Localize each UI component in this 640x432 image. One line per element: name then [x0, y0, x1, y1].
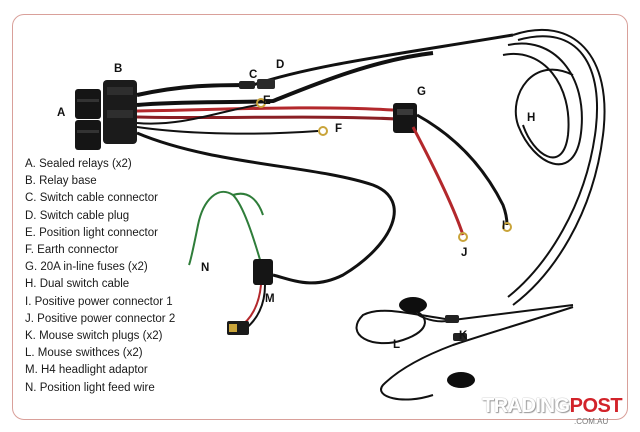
legend-row-n: N. Position light feed wire: [25, 381, 155, 394]
switch-cable-connector: [239, 81, 255, 89]
positive-power-connector-2: [458, 232, 468, 242]
mouse-switch-1: [399, 297, 427, 313]
legend-row-l: L. Mouse swithces (x2): [25, 347, 143, 360]
position-light-connector: [256, 98, 266, 108]
mouse-switch-2: [447, 372, 475, 388]
callout-n: N: [201, 262, 210, 274]
inline-fuses: [393, 103, 417, 133]
callout-g: G: [417, 86, 426, 98]
positive-power-connector-1: [502, 222, 512, 232]
legend-row-d: D. Switch cable plug: [25, 209, 130, 222]
watermark-domain: .COM.AU: [574, 417, 609, 426]
legend-row-a: A. Sealed relays (x2): [25, 158, 132, 170]
callout-l: L: [393, 339, 401, 351]
callout-e: E: [263, 95, 271, 107]
legend-row-j: J. Positive power connector 2: [25, 312, 176, 325]
legend-row-i: I. Positive power connector 1: [25, 295, 173, 308]
legend-row-b: B. Relay base: [25, 175, 97, 188]
sealed-relays: [75, 89, 101, 150]
legend: A. Sealed relays (x2) B. Relay base C. S…: [25, 156, 175, 397]
callout-c: C: [249, 69, 258, 81]
mouse-switch-plug-2: [453, 333, 467, 341]
h4-headlight-adaptor: [227, 259, 273, 335]
callout-m: M: [265, 293, 275, 305]
legend-row-m: M. H4 headlight adaptor: [25, 364, 148, 377]
mouse-switch-plug-1: [445, 315, 459, 323]
callout-h: H: [527, 112, 536, 124]
photo-frame: A B C D E F G H I J K L M N A. Sealed re…: [12, 14, 628, 420]
callout-i: I: [502, 220, 506, 232]
callout-a: A: [57, 107, 66, 119]
callout-j: J: [461, 247, 468, 259]
legend-row-g: G. 20A in-line fuses (x2): [25, 261, 148, 274]
switch-cable-plug: [257, 79, 275, 89]
callout-b: B: [114, 63, 123, 75]
legend-row-e: E. Position light connector: [25, 226, 158, 239]
callout-f: F: [335, 123, 343, 135]
legend-row-k: K. Mouse switch plugs (x2): [25, 330, 163, 343]
relay-base: [103, 80, 137, 144]
earth-connector: [318, 126, 328, 136]
legend-row-f: F. Earth connector: [25, 244, 119, 257]
tradingpost-watermark: TRADINGPOST: [482, 395, 623, 417]
legend-row-c: C. Switch cable connector: [25, 192, 158, 205]
callout-k: K: [459, 330, 468, 342]
callout-d: D: [276, 59, 285, 71]
legend-row-h: H. Dual switch cable: [25, 278, 130, 291]
dual-switch-cable: [502, 29, 606, 306]
wiring-harness-photo: [75, 29, 606, 401]
position-light-feed-wire: [188, 190, 264, 271]
